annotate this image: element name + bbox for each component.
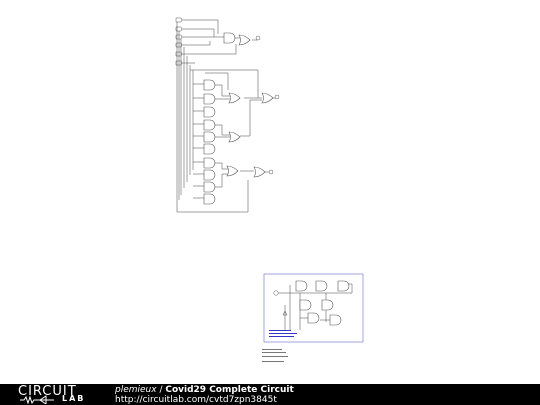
author-name[interactable]: plemieux	[115, 385, 157, 395]
title-separator: /	[156, 385, 166, 395]
footer-bar: CIRCUIT LAB plemieux / Covid29 Complete …	[0, 384, 540, 405]
circuitlab-logo[interactable]: CIRCUIT LAB	[18, 384, 94, 404]
logo-wordmark-top: CIRCUIT	[18, 384, 77, 399]
gate-group-middle	[193, 79, 280, 155]
sub-circuit	[262, 273, 364, 362]
schematic-canvas	[175, 17, 364, 362]
gate-group-top	[223, 32, 261, 46]
circuit-title: Covid29 Complete Circuit	[165, 385, 294, 395]
input-pins	[175, 17, 278, 213]
circuit-title-line: plemieux / Covid29 Complete Circuit	[115, 385, 294, 395]
gate-group-bottom	[193, 157, 274, 205]
waveform-icon	[20, 395, 54, 404]
logo-wordmark-bottom: LAB	[62, 394, 86, 403]
main-circuit	[175, 17, 280, 213]
circuit-url[interactable]: http://circuitlab.com/cvtd7zpn3845t	[115, 395, 277, 405]
